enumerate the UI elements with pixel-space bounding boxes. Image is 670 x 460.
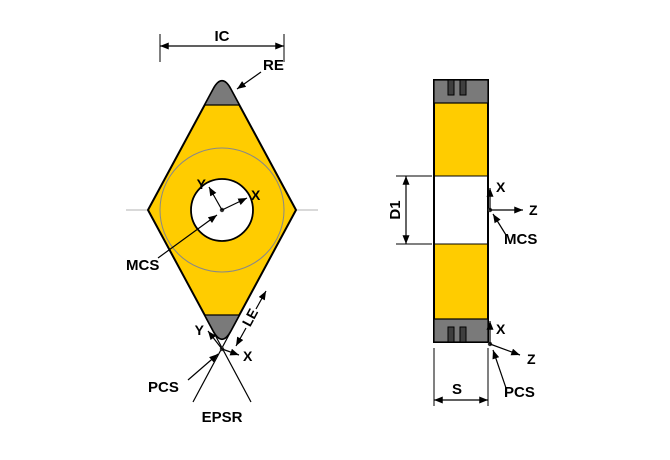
dim-le-label: LE [239, 306, 262, 329]
bottom-chipbreaker-notch-1 [447, 326, 455, 343]
top-nose-corner [203, 80, 241, 106]
side-mcs-leader [492, 213, 507, 236]
tip-axis-x-label: X [243, 348, 253, 364]
center-axis-y-label: Y [197, 176, 207, 192]
mcs-leader-line [157, 214, 218, 259]
le-dimension-seg1 [235, 327, 247, 347]
re-leader-line [236, 71, 262, 90]
mcs-front-label: MCS [126, 257, 159, 274]
side-pcs-leader [492, 349, 507, 389]
mcs-axis-z-label: Z [529, 202, 538, 218]
pcs-axis-z-arrow [489, 343, 521, 356]
bottom-chipbreaker-notch-2 [459, 326, 467, 343]
tip-axis-y-label: Y [195, 322, 205, 338]
tip-axis-y-arrow [207, 330, 223, 350]
side-view: D1 X Z MCS X Z PCS S [387, 79, 538, 406]
top-chipbreaker-notch-2 [459, 79, 467, 96]
inscribed-circle [159, 147, 285, 273]
mcs-axis-x-label: X [496, 179, 506, 195]
dim-s-label: S [452, 381, 462, 398]
le-dimension-seg2 [255, 290, 267, 310]
pcs-axis-z-label: Z [527, 351, 536, 367]
pcs-side-label: PCS [504, 384, 535, 401]
pcs-axis-x-label: X [496, 321, 506, 337]
center-axis-x-arrow [221, 197, 248, 211]
bottom-nose-corner [203, 314, 241, 340]
center-axis-x-label: X [251, 187, 261, 203]
pcs-front-label: PCS [148, 379, 179, 396]
top-chipbreaker-notch-1 [447, 79, 455, 96]
pcs-leader-line [187, 353, 219, 381]
front-view: IC RE Y X MCS LE Y X PCS EPSR [126, 28, 318, 426]
dim-d1-label: D1 [387, 200, 404, 219]
mcs-side-label: MCS [504, 231, 537, 248]
epsr-label: EPSR [202, 409, 243, 426]
side-hole-band [435, 176, 487, 244]
re-label: RE [263, 57, 284, 74]
tip-axis-x-arrow [221, 348, 240, 356]
center-axis-y-arrow [208, 186, 223, 211]
dim-ic-label: IC [215, 28, 230, 45]
